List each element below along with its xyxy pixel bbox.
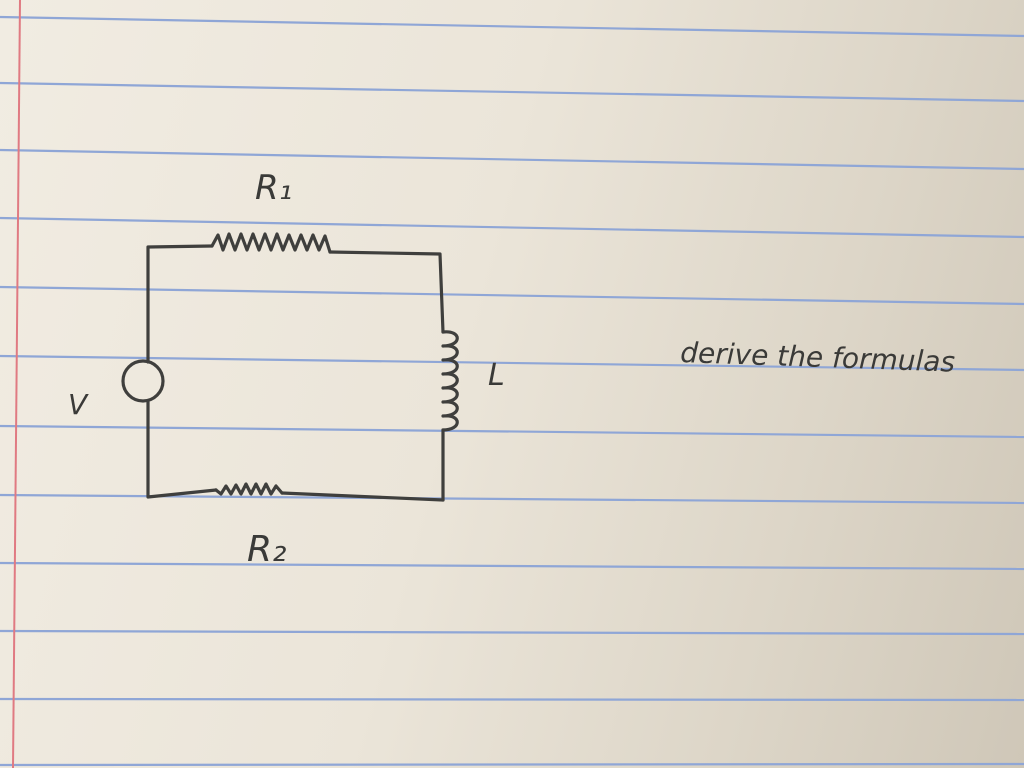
top-wire-right (328, 250, 445, 334)
label-l: L (488, 358, 505, 393)
label-v: V (68, 388, 89, 421)
ruled-line (0, 15, 1024, 38)
ruled-line (0, 285, 1024, 306)
top-wire-left (146, 244, 214, 364)
label-r2: R₂ (247, 529, 286, 570)
ruled-line (0, 148, 1024, 171)
ruled-line (0, 216, 1024, 239)
bottom-wire-right (280, 491, 445, 502)
ruled-line (0, 629, 1024, 636)
voltage-source (121, 359, 165, 403)
inductor-l (441, 330, 459, 432)
ruled-line (0, 697, 1024, 702)
ruled-line (0, 762, 1024, 767)
ruled-line (0, 81, 1024, 103)
ruled-lines (0, 15, 1024, 767)
ruled-line (0, 424, 1024, 439)
resistor-r2 (214, 482, 284, 496)
label-r1: R₁ (255, 168, 292, 208)
bottom-wire-left (146, 400, 218, 499)
ruled-line (0, 561, 1024, 571)
resistor-r1 (210, 232, 332, 254)
margin-line (12, 0, 21, 768)
ruled-line (0, 354, 1024, 372)
circuit (121, 232, 459, 502)
note-text: derive the formulas (680, 336, 956, 379)
